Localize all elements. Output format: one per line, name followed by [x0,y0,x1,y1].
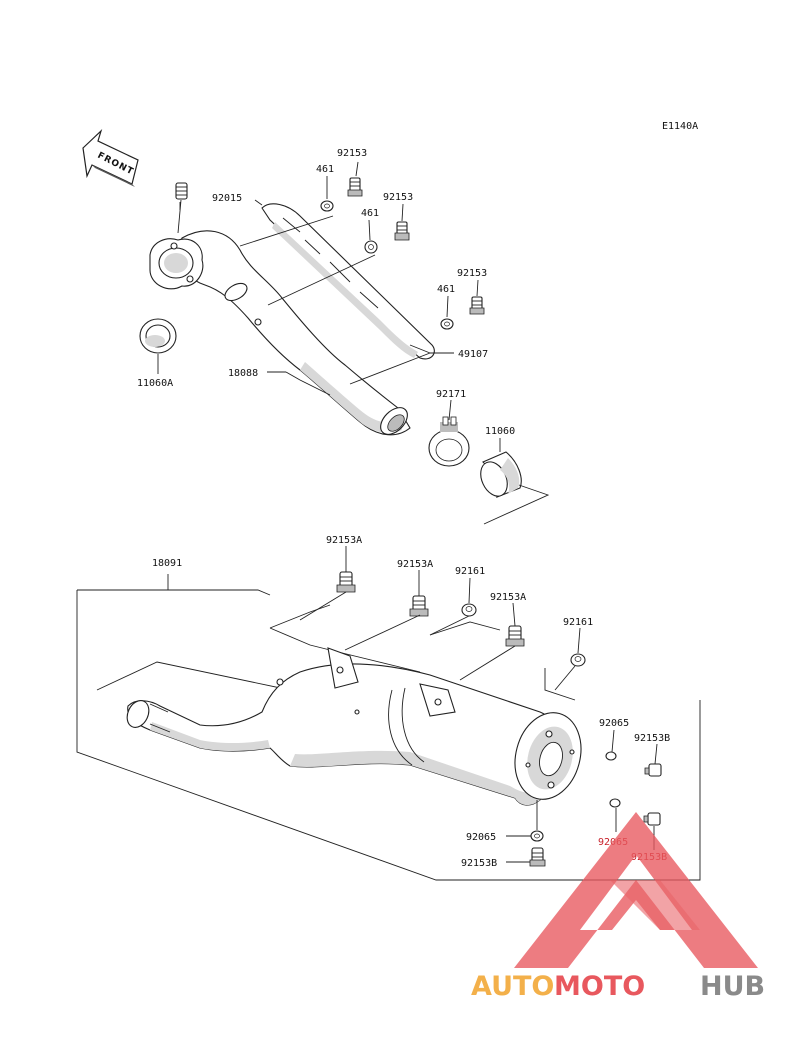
label-18091: 18091 [152,558,182,569]
flange-stud [175,182,188,200]
bolt-92153a-b [409,595,429,617]
washer-92065-c [530,830,544,842]
label-18088: 18088 [228,368,258,379]
label-92153b-a: 92153B [634,733,670,744]
bolt-92153b-a [644,763,662,777]
label-92153-b: 92153 [383,192,413,203]
washer-92065-b [609,798,621,808]
collar-92161-a [461,603,477,617]
diagram-code: E1140A [662,121,698,132]
washer-461-a [320,200,334,212]
clamp-92171 [428,416,470,467]
label-92153a-a: 92153A [326,535,362,546]
label-92161-a: 92161 [455,566,485,577]
watermark-text: AUTO MOTO HUB [471,971,765,1002]
washer-92065-a [605,751,617,761]
label-11060a: 11060A [137,378,173,389]
bolt-92153-c [469,296,485,315]
label-92153b-c: 92153B [461,858,497,869]
label-461-c: 461 [437,284,455,295]
bolt-92153-b [394,221,410,241]
washer-461-c [440,318,454,330]
watermark-moto: MOTO [554,971,645,1002]
label-92065-a: 92065 [599,718,629,729]
bolt-92153a-c [505,625,525,647]
label-461-b: 461 [361,208,379,219]
label-49107: 49107 [458,349,488,360]
label-11060: 11060 [485,426,515,437]
washer-461-b [364,240,378,254]
exhaust-header-pipe-18088 [174,230,411,436]
label-92153a-b: 92153A [397,559,433,570]
heat-shield-49107 [261,203,435,360]
gasket-11060 [480,451,522,498]
upper-leader-lines [157,161,550,525]
bolt-92153b-b [643,812,661,826]
exhaust-flange [149,238,204,290]
label-92171: 92171 [436,389,466,400]
label-92015: 92015 [212,193,242,204]
muffler-18091 [126,647,582,806]
label-92153-a: 92153 [337,148,367,159]
label-461-a: 461 [316,164,334,175]
bolt-92153b-c [529,847,546,867]
bolt-92153-a [347,177,363,197]
watermark-hub: HUB [700,971,765,1002]
label-92153a-c: 92153A [490,592,526,603]
front-arrow-icon: FRONT [82,129,139,187]
label-92161-b: 92161 [563,617,593,628]
label-92065-c: 92065 [466,832,496,843]
label-92153-c: 92153 [457,268,487,279]
collar-92161-b [570,653,586,667]
bolt-92153a-a [336,571,356,593]
watermark-logo-icon [514,812,758,968]
watermark-auto: AUTO [471,971,554,1002]
gasket-11060a [139,318,177,354]
